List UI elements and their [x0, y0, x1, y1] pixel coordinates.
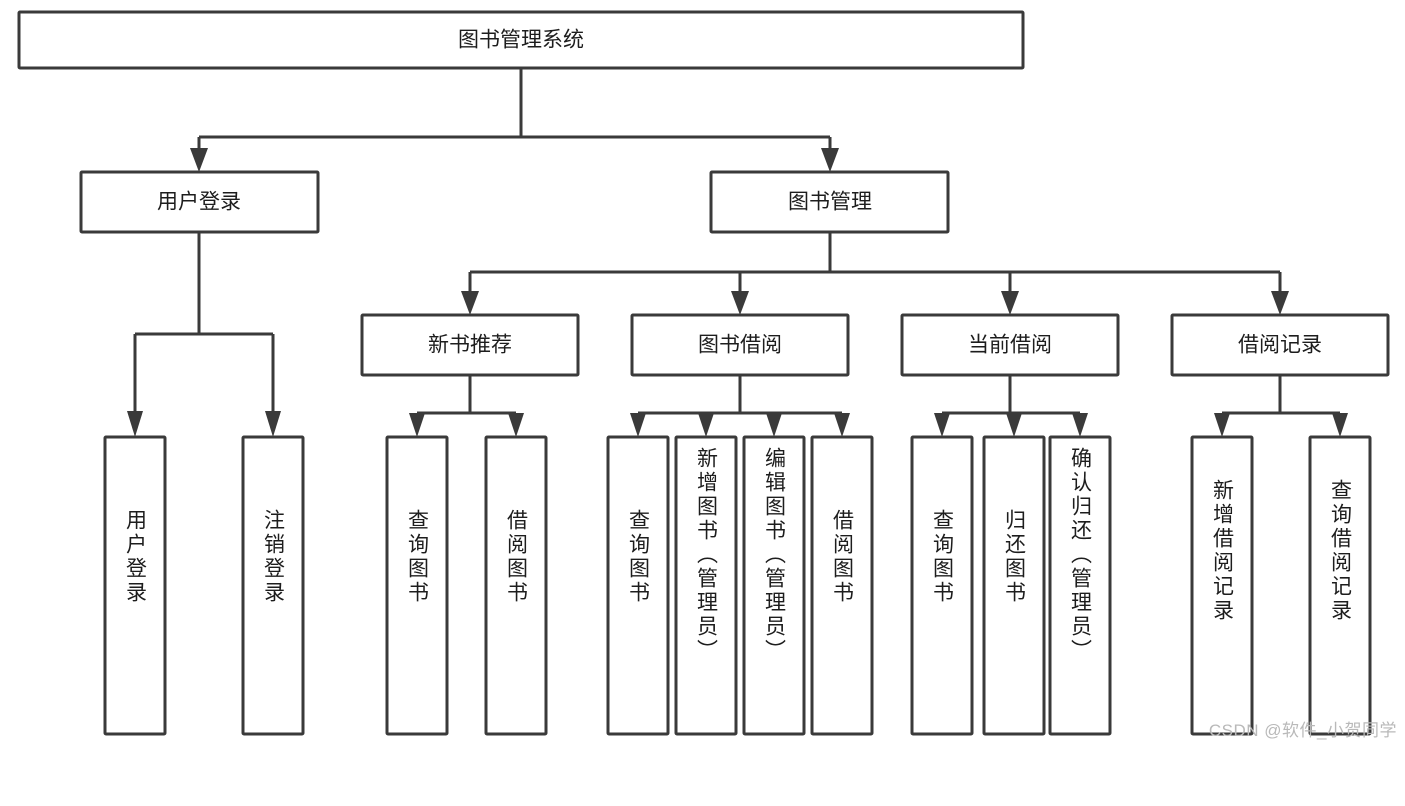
arrow-head-leaf-user-login — [127, 411, 143, 437]
arrow-head-leaf-add-book — [698, 413, 714, 437]
node-box-leaf-borrow-book[interactable] — [810, 435, 874, 736]
node-box-leaf-return-book[interactable] — [982, 435, 1046, 736]
node-box-leaf-query-book-current[interactable] — [910, 435, 974, 736]
arrow-head-leaf-edit-book — [766, 413, 782, 437]
arrow-head-leaf-query-book-borrow — [630, 413, 646, 437]
node-label-book-borrow: 图书借阅 — [698, 334, 782, 357]
node-box-leaf-query-book-rec[interactable] — [385, 435, 449, 736]
arrow-head-leaf-query-record — [1332, 413, 1348, 437]
connector-layer — [127, 68, 1348, 437]
node-layer: 图书管理系统 用户登录 图书管理 新书推荐 图书借阅 当前借阅 借阅记录 — [17, 10, 1390, 736]
node-box-user-login[interactable] — [79, 170, 320, 234]
arrow-head-new-book-recommend — [461, 291, 479, 315]
node-box-leaf-user-login[interactable] — [103, 435, 167, 736]
node-box-leaf-query-record[interactable] — [1308, 435, 1372, 736]
node-box-borrow-record[interactable] — [1170, 313, 1390, 377]
node-label-current-borrow: 当前借阅 — [968, 334, 1052, 357]
node-box-root[interactable] — [17, 10, 1025, 70]
node-box-new-book-recommend[interactable] — [360, 313, 580, 377]
arrow-head-user-login — [190, 148, 208, 172]
node-box-current-borrow[interactable] — [900, 313, 1120, 377]
node-box-leaf-query-book-borrow[interactable] — [606, 435, 670, 736]
node-box-leaf-borrow-book-rec[interactable] — [484, 435, 548, 736]
node-box-book-manage[interactable] — [709, 170, 950, 234]
csdn-watermark: CSDN @软件_小贺同学 — [1208, 721, 1397, 740]
arrow-head-leaf-query-book-rec — [409, 413, 425, 437]
arrow-head-leaf-confirm-return — [1072, 413, 1088, 437]
node-box-leaf-add-book[interactable] — [674, 435, 738, 736]
flowchart-canvas: 图书管理系统 用户登录 图书管理 新书推荐 图书借阅 当前借阅 借阅记录 — [17, 10, 1397, 740]
arrow-head-leaf-query-book-current — [934, 413, 950, 437]
arrow-head-leaf-borrow-book — [834, 413, 850, 437]
node-label-new-book-recommend: 新书推荐 — [428, 334, 512, 357]
arrow-head-leaf-add-record — [1214, 413, 1230, 437]
node-label-user-login: 用户登录 — [157, 191, 241, 214]
arrow-head-book-manage — [821, 148, 839, 172]
node-box-book-borrow[interactable] — [630, 313, 850, 377]
node-box-leaf-confirm-return[interactable] — [1048, 435, 1112, 736]
arrow-head-current-borrow — [1001, 291, 1019, 315]
node-label-borrow-record: 借阅记录 — [1238, 334, 1322, 357]
node-box-leaf-edit-book[interactable] — [742, 435, 806, 736]
arrow-head-leaf-borrow-book-rec — [508, 413, 524, 437]
node-box-leaf-add-record[interactable] — [1190, 435, 1254, 736]
node-label-book-manage: 图书管理 — [788, 191, 872, 214]
arrow-head-leaf-return-book — [1006, 413, 1022, 437]
flowchart-svg: 图书管理系统 用户登录 图书管理 新书推荐 图书借阅 当前借阅 借阅记录 — [17, 10, 1390, 736]
node-label-root: 图书管理系统 — [458, 29, 584, 52]
node-box-leaf-logout[interactable] — [241, 435, 305, 736]
arrow-head-borrow-record — [1271, 291, 1289, 315]
arrow-head-book-borrow — [731, 291, 749, 315]
arrow-head-leaf-logout — [265, 411, 281, 437]
